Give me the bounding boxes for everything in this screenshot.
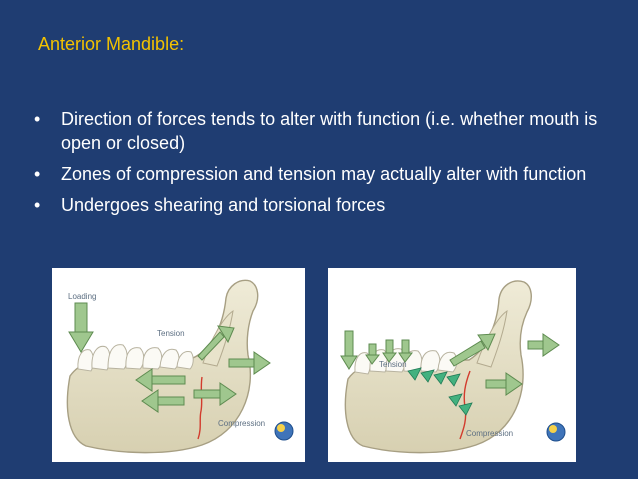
loading-label: Loading — [68, 292, 96, 301]
compression-arrow-icon — [141, 389, 185, 413]
tension-arrow-icon — [407, 367, 473, 416]
mandible-diagram-right: Tension Compression — [328, 268, 576, 462]
loading-arrow-icon — [340, 330, 414, 370]
loading-arrow-icon — [68, 302, 94, 353]
bullet-marker: • — [34, 109, 41, 129]
tension-arrow-icon — [228, 351, 271, 375]
publisher-logo — [274, 421, 294, 441]
bullet-marker: • — [34, 195, 41, 215]
tension-label: Tension — [379, 360, 407, 369]
slide-title: Anterior Mandible: — [38, 34, 185, 54]
compression-arrow-icon — [193, 382, 237, 406]
teeth-row — [354, 348, 458, 375]
tension-arrow-icon — [449, 333, 496, 367]
tension-arrow-icon — [197, 325, 235, 361]
bullet-list: • Direction of forces tends to alter wit… — [34, 107, 614, 224]
teeth-row — [77, 344, 194, 372]
open-mouth-mandible-figure: Tension Compression — [328, 268, 576, 462]
compression-arrow-icon — [485, 372, 523, 396]
closed-mouth-mandible-figure: Loading Tension Compression — [52, 268, 305, 462]
compression-label: Compression — [218, 419, 265, 428]
bullet-text: Zones of compression and tension may act… — [61, 164, 587, 184]
bullet-marker: • — [34, 164, 41, 184]
tension-label: Tension — [157, 329, 185, 338]
publisher-logo — [546, 422, 566, 442]
bullet-item: • Direction of forces tends to alter wit… — [34, 107, 614, 155]
fracture-line — [197, 376, 203, 440]
right-arrow-icon — [527, 333, 560, 357]
compression-arrow-icon — [135, 368, 186, 392]
bullet-text: Undergoes shearing and torsional forces — [61, 195, 386, 215]
bullet-text: Direction of forces tends to alter with … — [61, 109, 598, 153]
bullet-item: • Undergoes shearing and torsional force… — [34, 193, 614, 217]
bullet-item: • Zones of compression and tension may a… — [34, 162, 614, 186]
compression-label: Compression — [466, 429, 513, 438]
mandible-diagram-left: Loading Tension Compression — [52, 268, 305, 462]
